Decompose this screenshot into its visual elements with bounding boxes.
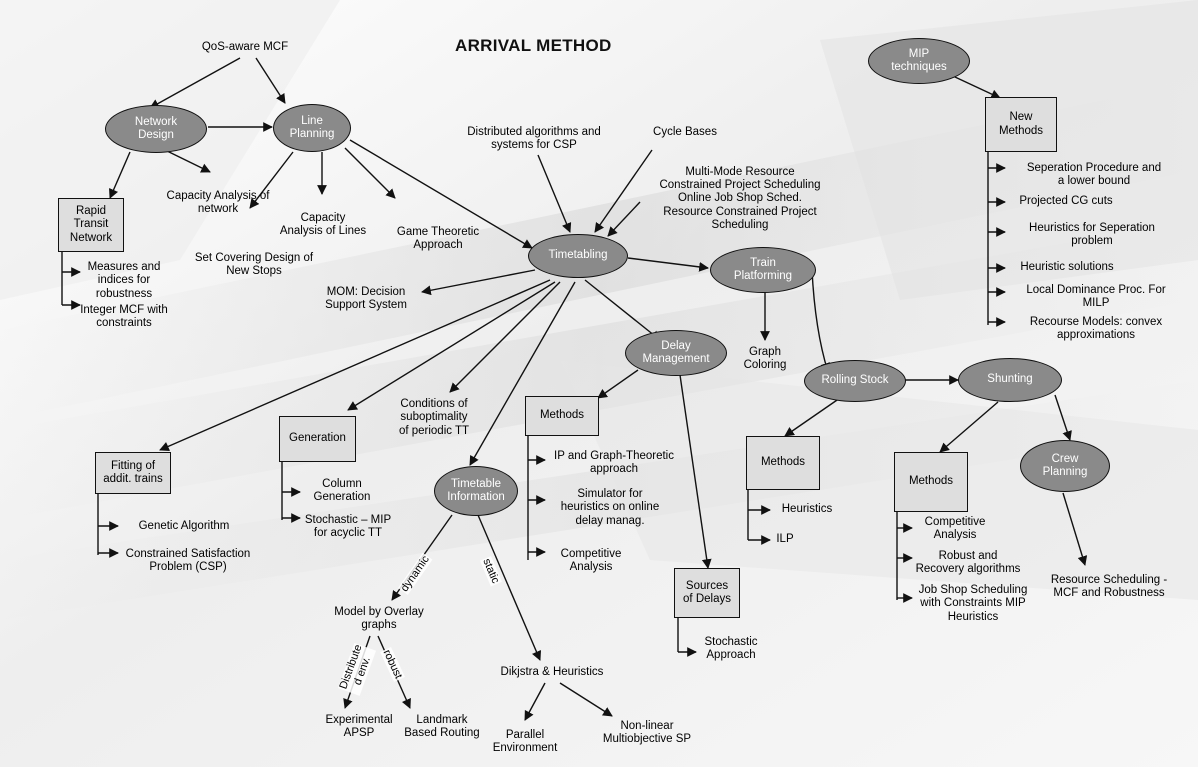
node-landmark-routing: Landmark Based Routing (404, 713, 480, 739)
edge-crew-resource (1062, 492, 1088, 566)
edge-multimode-timetabling (607, 201, 641, 237)
diagram-title: ARRIVAL METHOD (455, 36, 612, 55)
node-competitive-analysis-shunting: Competitive Analysis (924, 515, 986, 541)
node-methods-shunting: Methods (894, 452, 968, 512)
edge-line-game (344, 147, 396, 199)
node-simulator-heuristics: Simulator for heuristics on online delay… (560, 488, 660, 527)
node-timetable-information: Timetable Information (434, 466, 518, 516)
node-game-theoretic: Game Theoretic Approach (396, 225, 480, 251)
node-robust-recovery: Robust and Recovery algorithms (915, 549, 1021, 575)
node-heuristic-solutions: Heuristic solutions (1020, 261, 1114, 274)
edge-dijkstra-nonlinear (559, 682, 613, 717)
edge-line-timetabling (349, 139, 533, 249)
edge-network-capacity (164, 149, 211, 173)
edge-timetabling-fitting (159, 279, 551, 451)
node-sources-of-delays: Sources of Delays (674, 568, 740, 618)
node-ip-graph-theoretic: IP and Graph-Theoretic approach (554, 449, 674, 475)
node-projected-cg-cuts: Projected CG cuts (1019, 195, 1113, 208)
node-crew-planning: Crew Planning (1020, 440, 1110, 492)
node-competitive-analysis-delay: Competitive Analysis (560, 547, 622, 573)
edge-qos-line (255, 57, 286, 104)
node-network-design: Network Design (105, 105, 207, 153)
node-column-generation: Column Generation (313, 477, 371, 503)
node-ilp: ILP (776, 533, 794, 546)
edge-timetabling-generation (347, 281, 556, 411)
node-capacity-analysis-lines: Capacity Analysis of Lines (279, 211, 367, 237)
edge-qos-network (149, 57, 241, 109)
edge-platforming-rolling (811, 269, 831, 373)
node-set-covering: Set Covering Design of New Stops (194, 251, 314, 277)
node-constrained-satisfaction: Constrained Satisfaction Problem (CSP) (125, 547, 251, 573)
node-methods-delay: Methods (525, 396, 599, 436)
edge-line-setcover (249, 151, 294, 209)
node-mip-techniques: MIP techniques (868, 38, 970, 84)
node-nonlinear-sp: Non-linear Multiobjective SP (602, 719, 692, 745)
node-parallel-environment: Parallel Environment (492, 728, 558, 754)
edge-cycle-timetabling (594, 149, 653, 233)
node-seperation-procedure: Seperation Procedure and a lower bound (1026, 161, 1162, 187)
node-timetabling: Timetabling (528, 234, 628, 278)
node-stochastic-mip: Stochastic – MIP for acyclic TT (304, 513, 392, 539)
edge-shunting-crew (1054, 394, 1072, 441)
node-multimode-scheduling: Multi-Mode Resource Constrained Project … (659, 165, 821, 231)
node-local-dominance: Local Dominance Proc. For MILP (1026, 283, 1166, 309)
edge-timetabling-platforming (627, 257, 709, 272)
node-qos-aware-mcf: QoS-aware MCF (201, 41, 289, 54)
node-train-platforming: Train Platforming (710, 247, 816, 293)
node-experimental-apsp: Experimental APSP (325, 713, 393, 739)
node-rapid-transit-network: Rapid Transit Network (58, 198, 124, 252)
node-heuristics-rolling: Heuristics (781, 503, 833, 516)
node-measures-robustness: Measures and indices for robustness (87, 261, 161, 300)
node-graph-coloring: Graph Coloring (743, 345, 787, 371)
node-generation: Generation (279, 416, 356, 462)
edge-rolling-methods (784, 397, 841, 437)
node-fitting: Fitting of addit. trains (95, 452, 171, 494)
node-integer-mcf: Integer MCF with constraints (80, 303, 168, 329)
node-model-overlay: Model by Overlay graphs (334, 605, 424, 631)
node-distributed-csp: Distributed algorithms and systems for C… (467, 125, 601, 151)
node-stochastic-approach: Stochastic Approach (704, 635, 758, 661)
node-line-planning: Line Planning (273, 104, 351, 152)
node-recourse-models: Recourse Models: convex approximations (1029, 315, 1163, 341)
node-cycle-bases: Cycle Bases (653, 126, 717, 139)
node-methods-rolling: Methods (746, 436, 820, 490)
edge-delay-sources (679, 374, 712, 569)
node-rolling-stock: Rolling Stock (804, 360, 906, 402)
edge-timetabling-delay (584, 279, 661, 341)
node-mom-decision-support: MOM: Decision Support System (325, 285, 407, 311)
edge-distributed-timetabling (537, 154, 572, 233)
edge-delay-methods (597, 369, 639, 399)
node-shunting: Shunting (958, 358, 1062, 402)
node-job-shop-scheduling: Job Shop Scheduling with Constraints MIP… (918, 584, 1028, 623)
edge-timetabling-info (469, 281, 576, 466)
edge-timetabling-conditions (449, 281, 561, 393)
edge-dijkstra-parallel (524, 682, 546, 721)
node-genetic-algorithm: Genetic Algorithm (138, 520, 230, 533)
edge-network-rapid (109, 151, 131, 199)
node-delay-management: Delay Management (625, 330, 727, 376)
node-resource-scheduling: Resource Scheduling - MCF and Robustness (1050, 573, 1168, 599)
node-capacity-analysis-network: Capacity Analysis of network (166, 189, 270, 215)
node-dijkstra-heuristics: Dikjstra & Heuristics (500, 666, 604, 679)
edge-timetabling-mom (421, 269, 536, 296)
edge-info-dijkstra (477, 514, 542, 661)
node-heuristics-seperation: Heuristics for Seperation problem (1029, 221, 1155, 247)
node-new-methods: New Methods (985, 97, 1057, 152)
edge-shunting-methods (939, 401, 999, 453)
node-conditions-suboptimality: Conditions of suboptimality of periodic … (398, 398, 470, 437)
